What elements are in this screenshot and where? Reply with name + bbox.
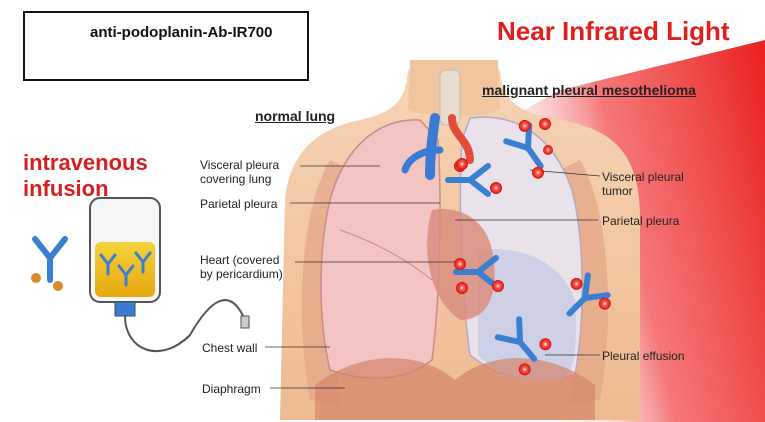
label-visceral-pleura-lung: Visceral pleura covering lung <box>200 158 279 186</box>
vena-cava <box>430 118 435 175</box>
nir-title: Near Infrared Light <box>497 16 730 47</box>
label-diaphragm: Diaphragm <box>202 382 261 396</box>
label-pleural-effusion: Pleural effusion <box>602 349 685 363</box>
ir700-dot <box>456 158 468 170</box>
label-chest-wall: Chest wall <box>202 341 257 355</box>
legend-box <box>23 11 309 81</box>
ir700-dot <box>456 282 468 294</box>
label-heart: Heart (covered by pericardium) <box>200 253 283 281</box>
infusion-title: intravenous infusion <box>23 150 148 202</box>
ir700-dot <box>543 145 553 155</box>
ir700-dot <box>539 118 551 130</box>
label-parietal-pleura-right: Parietal pleura <box>602 214 679 228</box>
label-parietal-pleura-left: Parietal pleura <box>200 197 277 211</box>
normal-lung-title: normal lung <box>255 108 335 124</box>
label-visceral-tumor: Visceral pleural tumor <box>602 170 684 198</box>
antibody-icon-infusion <box>31 239 65 291</box>
mesothelioma-title: malignant pleural mesothelioma <box>482 82 696 98</box>
legend-label: anti-podoplanin-Ab-IR700 <box>90 24 273 41</box>
